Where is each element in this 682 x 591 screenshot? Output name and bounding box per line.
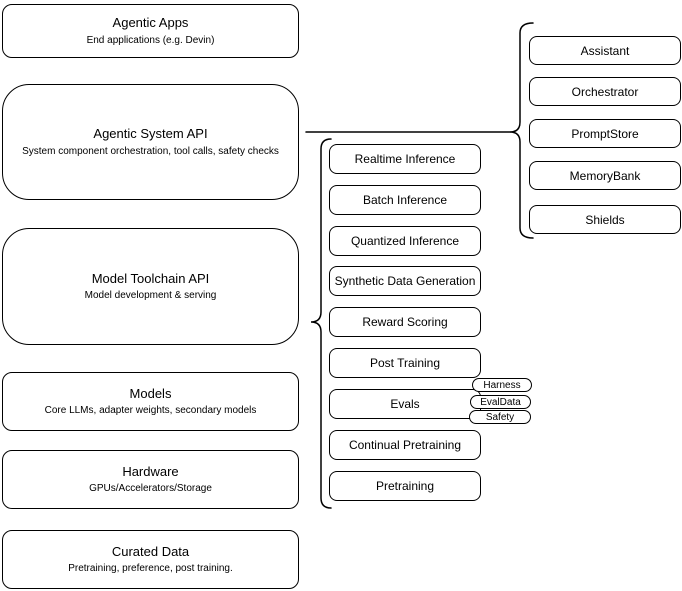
node-title: Hardware — [122, 463, 179, 479]
node-promptstore: PromptStore — [529, 119, 681, 148]
node-title: Curated Data — [111, 543, 190, 559]
node-label: Shields — [585, 212, 625, 227]
node-label: Continual Pretraining — [348, 438, 462, 452]
tag-harness: Harness — [472, 378, 532, 392]
node-title: Model Toolchain API — [91, 270, 210, 286]
node-agentic-apps: Agentic Apps End applications (e.g. Devi… — [2, 4, 299, 58]
node-continual-pretraining: Continual Pretraining — [329, 430, 481, 460]
tag-label: Harness — [483, 379, 521, 391]
node-curated-data: Curated Data Pretraining, preference, po… — [2, 530, 299, 589]
node-realtime-inference: Realtime Inference — [329, 144, 481, 174]
node-evals: Evals — [329, 389, 481, 419]
tag-safety: Safety — [469, 410, 531, 424]
node-label: MemoryBank — [569, 168, 641, 183]
node-subtitle: Core LLMs, adapter weights, secondary mo… — [44, 405, 257, 417]
node-label: Orchestrator — [571, 84, 639, 99]
node-model-toolchain-api: Model Toolchain API Model development & … — [2, 228, 299, 345]
node-hardware: Hardware GPUs/Accelerators/Storage — [2, 450, 299, 509]
tag-label: Safety — [485, 411, 515, 423]
node-label: Evals — [390, 397, 420, 411]
node-pretraining: Pretraining — [329, 471, 481, 501]
node-label: Batch Inference — [362, 193, 448, 207]
toolchain-group-brace — [310, 138, 332, 509]
node-subtitle: End applications (e.g. Devin) — [86, 34, 215, 46]
node-post-training: Post Training — [329, 348, 481, 378]
node-batch-inference: Batch Inference — [329, 185, 481, 215]
node-title: Models — [129, 385, 172, 401]
node-shields: Shields — [529, 205, 681, 234]
node-reward-scoring: Reward Scoring — [329, 307, 481, 337]
node-label: Synthetic Data Generation — [334, 274, 476, 288]
node-agentic-system-api: Agentic System API System component orch… — [2, 84, 299, 200]
node-title: Agentic System API — [93, 126, 208, 142]
node-label: Pretraining — [375, 479, 435, 493]
node-title: Agentic Apps — [112, 15, 189, 31]
node-label: Reward Scoring — [362, 315, 448, 329]
node-label: Realtime Inference — [354, 152, 456, 166]
tag-label: EvalData — [480, 396, 521, 408]
node-quantized-inference: Quantized Inference — [329, 226, 481, 256]
node-subtitle: Model development & serving — [84, 290, 217, 302]
node-memorybank: MemoryBank — [529, 161, 681, 190]
tag-evaldata: EvalData — [470, 395, 531, 409]
node-orchestrator: Orchestrator — [529, 77, 681, 106]
node-assistant: Assistant — [529, 36, 681, 65]
node-label: Quantized Inference — [350, 234, 460, 248]
node-label: PromptStore — [571, 126, 639, 141]
node-subtitle: GPUs/Accelerators/Storage — [89, 483, 212, 495]
node-label: Assistant — [580, 43, 630, 58]
node-subtitle: System component orchestration, tool cal… — [22, 145, 279, 157]
node-models: Models Core LLMs, adapter weights, secon… — [2, 372, 299, 431]
node-synthetic-data-generation: Synthetic Data Generation — [329, 266, 481, 296]
node-subtitle: Pretraining, preference, post training. — [68, 563, 233, 575]
node-label: Post Training — [369, 356, 441, 370]
